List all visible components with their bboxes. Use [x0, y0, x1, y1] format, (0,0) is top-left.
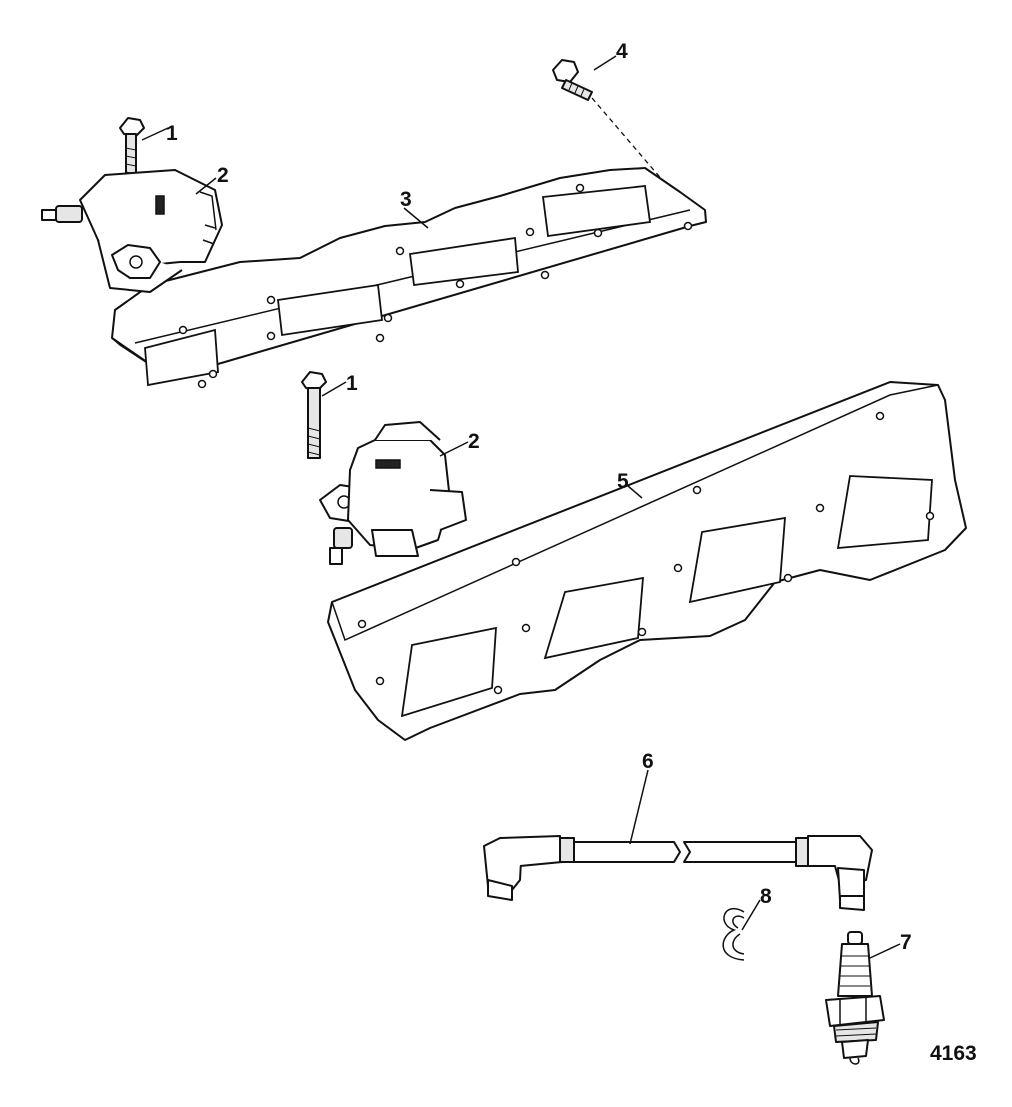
spark-plug-wire-6: [483, 835, 873, 911]
callout-5: 5: [617, 470, 629, 493]
bolt-1-upper: [119, 117, 145, 181]
callout-1-upper: 1: [166, 122, 178, 145]
callout-6: 6: [642, 750, 654, 773]
callout-labels: 1 2 3 4 1 2 5 6 8 7: [166, 40, 912, 954]
figure-number: 4163: [930, 1042, 977, 1065]
ignition-coil-2-lower: [319, 421, 467, 565]
bracket-5: [327, 381, 967, 741]
spark-plug-7: [825, 931, 885, 1065]
leader-lines: [141, 55, 901, 959]
callout-7: 7: [900, 931, 912, 954]
callout-2-upper: 2: [217, 164, 229, 187]
ignition-coil-2-upper: [41, 169, 223, 293]
bolt-4: [552, 59, 689, 211]
bolt-1-lower: [301, 371, 327, 459]
callout-2-lower: 2: [468, 430, 480, 453]
bracket-3: [111, 167, 707, 389]
callout-4: 4: [616, 40, 628, 63]
wire-clip-8: [722, 907, 745, 961]
callout-1-lower: 1: [346, 372, 358, 395]
callout-8: 8: [760, 885, 772, 908]
callout-3: 3: [400, 188, 412, 211]
